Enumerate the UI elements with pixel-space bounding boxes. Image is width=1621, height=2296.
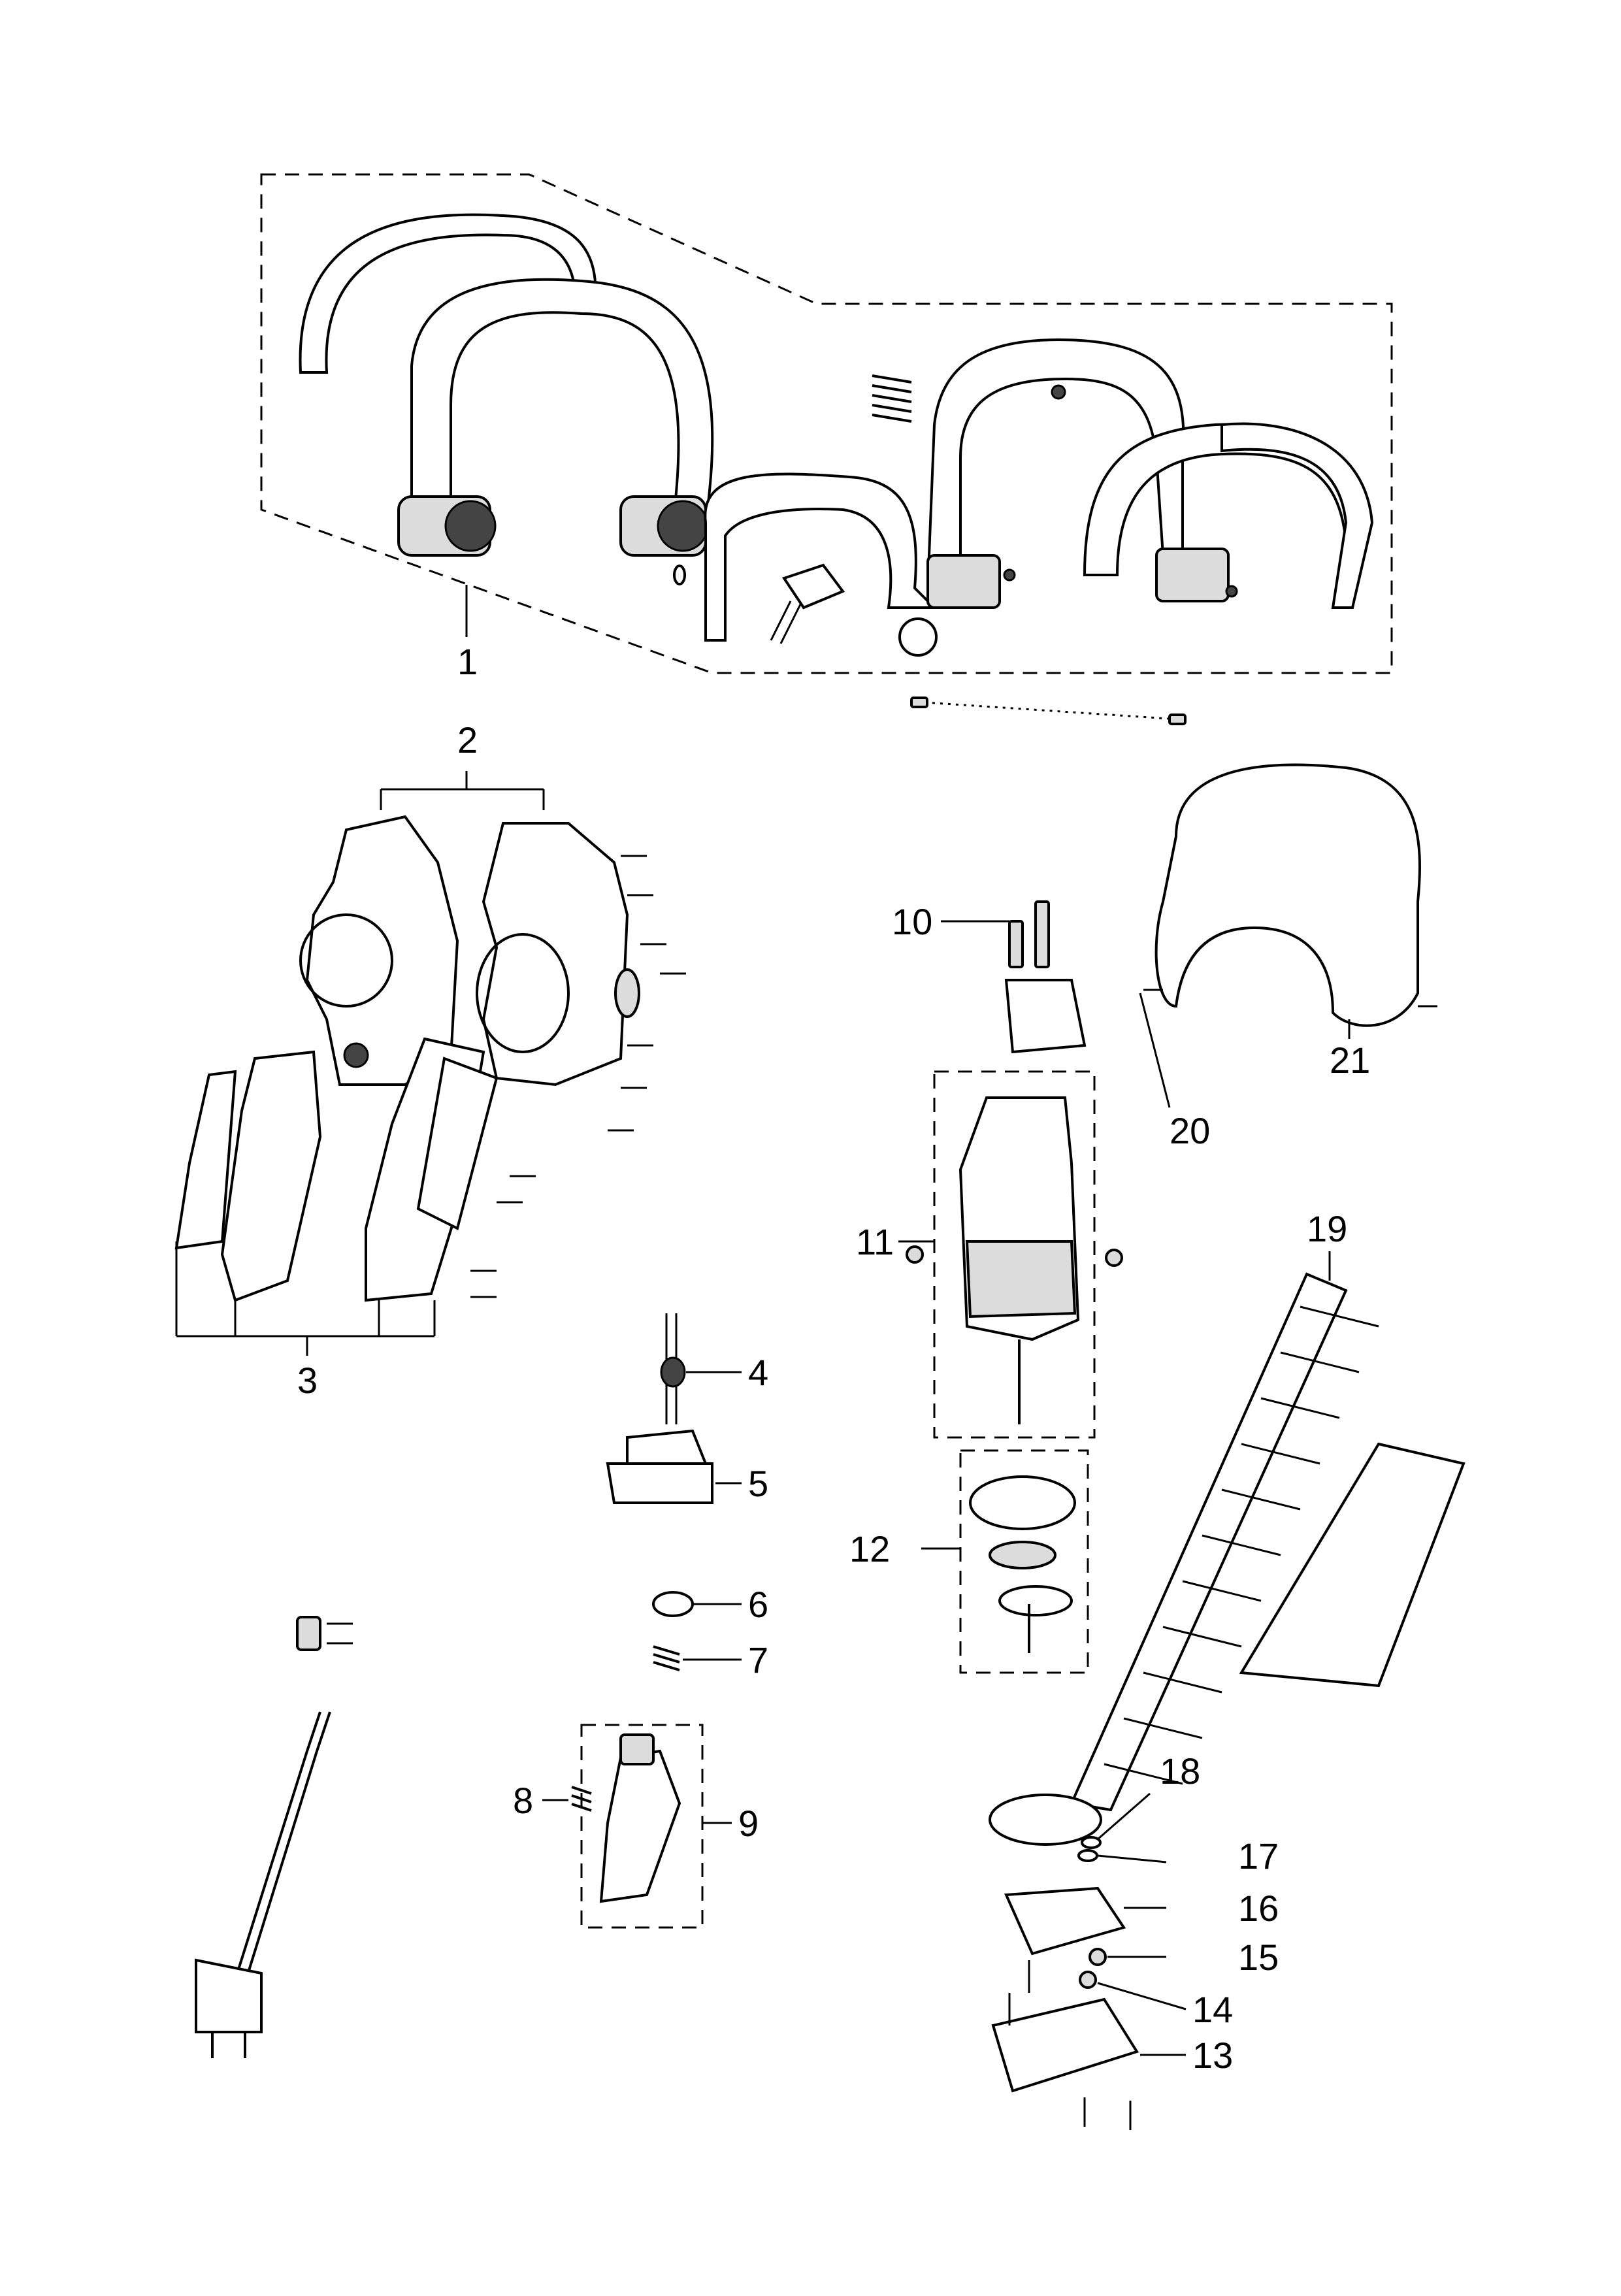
small-spring: [653, 1645, 680, 1671]
loop-strip: [1220, 422, 1374, 609]
washer-17: [1077, 1849, 1098, 1862]
power-cord: [234, 1711, 321, 1980]
callout-10: 10: [892, 901, 933, 942]
callout-16: 16: [1238, 1888, 1279, 1929]
callout-12: 12: [849, 1528, 891, 1569]
trigger-kit-boundary: [580, 1724, 704, 1929]
micro-switch: [781, 563, 845, 610]
callout-4: 4: [748, 1352, 769, 1393]
kit-boundary-1: [260, 173, 1393, 674]
hedge-blade: [1070, 1272, 1348, 1812]
carbon-brush: [1008, 920, 1024, 968]
callout-13: 13: [1192, 2035, 1234, 2076]
grip-strip-right: [416, 1057, 499, 1230]
nut-14: [1079, 1971, 1097, 1989]
housing-half-left: [305, 815, 459, 1086]
callout-3: 3: [297, 1360, 318, 1401]
callout-1: 1: [457, 641, 478, 682]
blade-ring: [989, 1794, 1102, 1846]
callout-14: 14: [1192, 1989, 1234, 2030]
cord-clamp: [296, 1616, 321, 1651]
rear-handle-frame: [704, 472, 938, 642]
callout-19: 19: [1307, 1208, 1348, 1249]
hand-guard: [1154, 763, 1421, 1027]
callout-2: 2: [457, 719, 478, 761]
gear-boundary: [959, 1449, 1089, 1674]
housing-screws: [608, 855, 686, 1132]
callout-15: 15: [1238, 1937, 1279, 1978]
callout-17: 17: [1238, 1835, 1279, 1877]
trigger: [599, 1749, 681, 1903]
callout-8: 8: [513, 1780, 534, 1821]
switch-block: [606, 1462, 713, 1504]
callout-9: 9: [738, 1803, 759, 1844]
blade-teeth: [1104, 1305, 1379, 1785]
cable-clamp: [660, 1356, 686, 1388]
callout-11: 11: [856, 1221, 894, 1262]
callout-7: 7: [748, 1639, 769, 1681]
callout-6: 6: [748, 1584, 769, 1625]
motor-boundary: [933, 1070, 1096, 1439]
switch-cap: [652, 1591, 694, 1617]
blade-sheath: [1239, 1442, 1465, 1688]
gear-plate-16: [1004, 1886, 1126, 1956]
callout-20: 20: [1170, 1110, 1211, 1151]
gear-cover-13: [991, 1997, 1139, 2093]
trigger-spring: [571, 1786, 592, 1812]
front-handle: [410, 278, 714, 524]
callout-5: 5: [748, 1463, 769, 1504]
gear-wheel: [969, 1475, 1076, 1530]
grip-cover-left: [220, 1050, 322, 1302]
washer-18: [1081, 1836, 1102, 1849]
plug: [195, 1958, 263, 2033]
callout-21: 21: [1330, 1040, 1371, 1081]
brush-holder: [1004, 979, 1087, 1054]
grip-strip-left: [174, 1070, 237, 1250]
spring: [872, 374, 912, 423]
nut-15: [1089, 1948, 1107, 1966]
callout-18: 18: [1160, 1750, 1201, 1792]
